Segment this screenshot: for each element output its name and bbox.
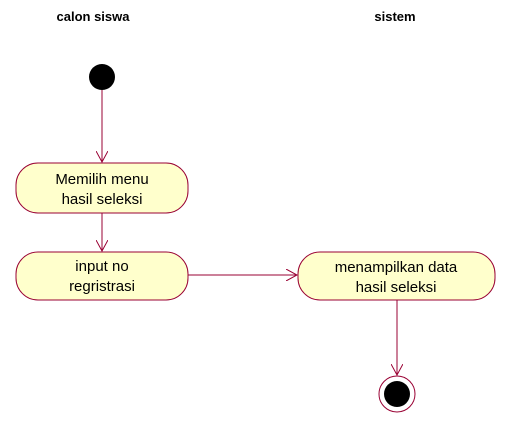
final-node	[378, 375, 416, 413]
lane-title-sistem: sistem	[374, 9, 415, 24]
activity-shape	[15, 251, 189, 301]
activity-label-line1: Memilih menu	[55, 171, 148, 188]
activity-label-line2: regristrasi	[69, 278, 135, 295]
activity-menampilkan-data: menampilkan data hasil seleksi	[297, 251, 496, 301]
initial-node	[89, 64, 115, 90]
activity-label-line1: menampilkan data	[335, 259, 458, 276]
activity-label-line1: input no	[75, 258, 128, 275]
activity-input-no: input no regristrasi	[15, 251, 189, 301]
activity-label-line2: hasil seleksi	[356, 279, 437, 296]
final-node-core	[384, 381, 410, 407]
activity-memilih-menu: Memilih menu hasil seleksi	[15, 162, 189, 214]
lane-title-calon-siswa: calon siswa	[57, 9, 131, 24]
activity-label-line2: hasil seleksi	[62, 191, 143, 208]
